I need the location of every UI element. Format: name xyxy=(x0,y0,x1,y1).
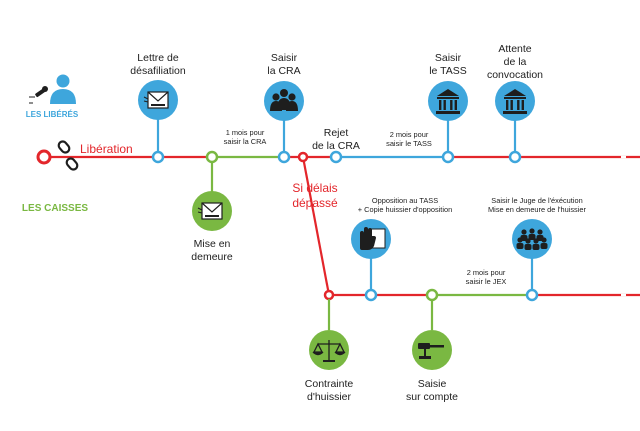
label-line: convocation xyxy=(486,69,544,82)
mois-cra-label: 1 mois pour saisir la CRA xyxy=(205,128,285,147)
rejet-cra-label: Rejet de la CRA xyxy=(306,127,366,153)
mois-jex-label: 2 mois pour saisir le JEX xyxy=(446,268,526,287)
label-line: 2 mois pour xyxy=(466,268,506,277)
opposition-pin xyxy=(351,219,391,302)
label-line: demeure xyxy=(191,251,233,264)
saisir-tass-label: Saisir le TASS xyxy=(418,52,478,78)
label-line: + Copie huissier d'opposition xyxy=(357,205,453,215)
mise-demeure-pin xyxy=(192,150,232,231)
convocation-pin xyxy=(495,81,535,164)
hand-stop-icon xyxy=(360,227,386,250)
microphone-icon xyxy=(29,86,48,104)
label-line: Saisir le Juge de l'éxécution xyxy=(491,196,583,205)
label-line: saisir le TASS xyxy=(386,139,432,149)
mise-demeure-label: Mise en demeure xyxy=(182,238,242,264)
label-line: Contrainte xyxy=(304,378,354,390)
caisses-label: LES CAISSES xyxy=(21,203,89,214)
saisie-label: Saisie sur compte xyxy=(397,378,467,404)
jex-pin xyxy=(512,219,552,302)
label-line: de la CRA xyxy=(312,140,360,153)
label-line: Opposition au TASS xyxy=(371,196,439,205)
label-line: dépassé xyxy=(292,196,338,210)
label-line: Rejet xyxy=(323,127,349,139)
label-line: Attente xyxy=(498,43,532,55)
start-node xyxy=(36,149,52,165)
tass-pin xyxy=(428,81,468,164)
branch-diagonal xyxy=(301,156,331,296)
scales-icon xyxy=(312,340,346,362)
label-line: désafiliation xyxy=(130,65,186,78)
group-icon xyxy=(270,89,298,111)
branch-node xyxy=(297,151,309,163)
saisir-cra-label: Saisir la CRA xyxy=(254,52,314,78)
broken-chain-icon xyxy=(57,140,79,171)
liberes-label: LES LIBÉRÉS xyxy=(25,110,79,119)
label-line: la CRA xyxy=(267,65,301,78)
attente-convocation-label: Attente de la convocation xyxy=(480,43,550,82)
label-line: Mise en demeure de l'huissier xyxy=(488,205,586,215)
label-line: Saisie xyxy=(417,378,447,390)
si-delais-label: Si délais dépassé xyxy=(275,181,355,211)
liberation-label: Libération xyxy=(80,142,133,156)
label-line: Lettre de xyxy=(137,52,179,64)
saisir-jex-label: Saisir le Juge de l'éxécution Mise en de… xyxy=(472,196,602,215)
label-line: Si délais xyxy=(292,181,338,195)
contrainte-label: Contrainte d'huissier xyxy=(294,378,364,404)
label-line: d'huissier xyxy=(306,391,352,404)
label-line: saisir la CRA xyxy=(223,137,267,147)
gavel-icon xyxy=(418,343,444,359)
letter-pin xyxy=(138,80,178,164)
envelope-icon xyxy=(143,91,169,109)
person-icon xyxy=(50,74,76,104)
label-line: de la xyxy=(503,56,527,69)
cra-pin xyxy=(264,81,304,164)
opposition-tass-label: Opposition au TASS + Copie huissier d'op… xyxy=(340,196,470,215)
contrainte-pin xyxy=(309,289,349,370)
label-line: sur compte xyxy=(406,391,458,404)
mois-tass-label: 2 mois pour saisir le TASS xyxy=(369,130,449,149)
lettre-desaffiliation-label: Lettre de désafiliation xyxy=(118,52,198,78)
envelope-icon xyxy=(197,202,223,220)
crowd-icon xyxy=(516,228,548,250)
label-line: saisir le JEX xyxy=(465,277,507,287)
label-line: 2 mois pour xyxy=(389,130,429,139)
label-line: Saisir xyxy=(270,52,298,64)
saisie-pin xyxy=(412,288,452,370)
label-line: le TASS xyxy=(429,65,467,78)
label-line: Saisir xyxy=(434,52,462,64)
label-line: 1 mois pour xyxy=(225,128,265,137)
label-line: Mise en xyxy=(193,238,231,250)
rejet-cra-node xyxy=(329,150,343,164)
